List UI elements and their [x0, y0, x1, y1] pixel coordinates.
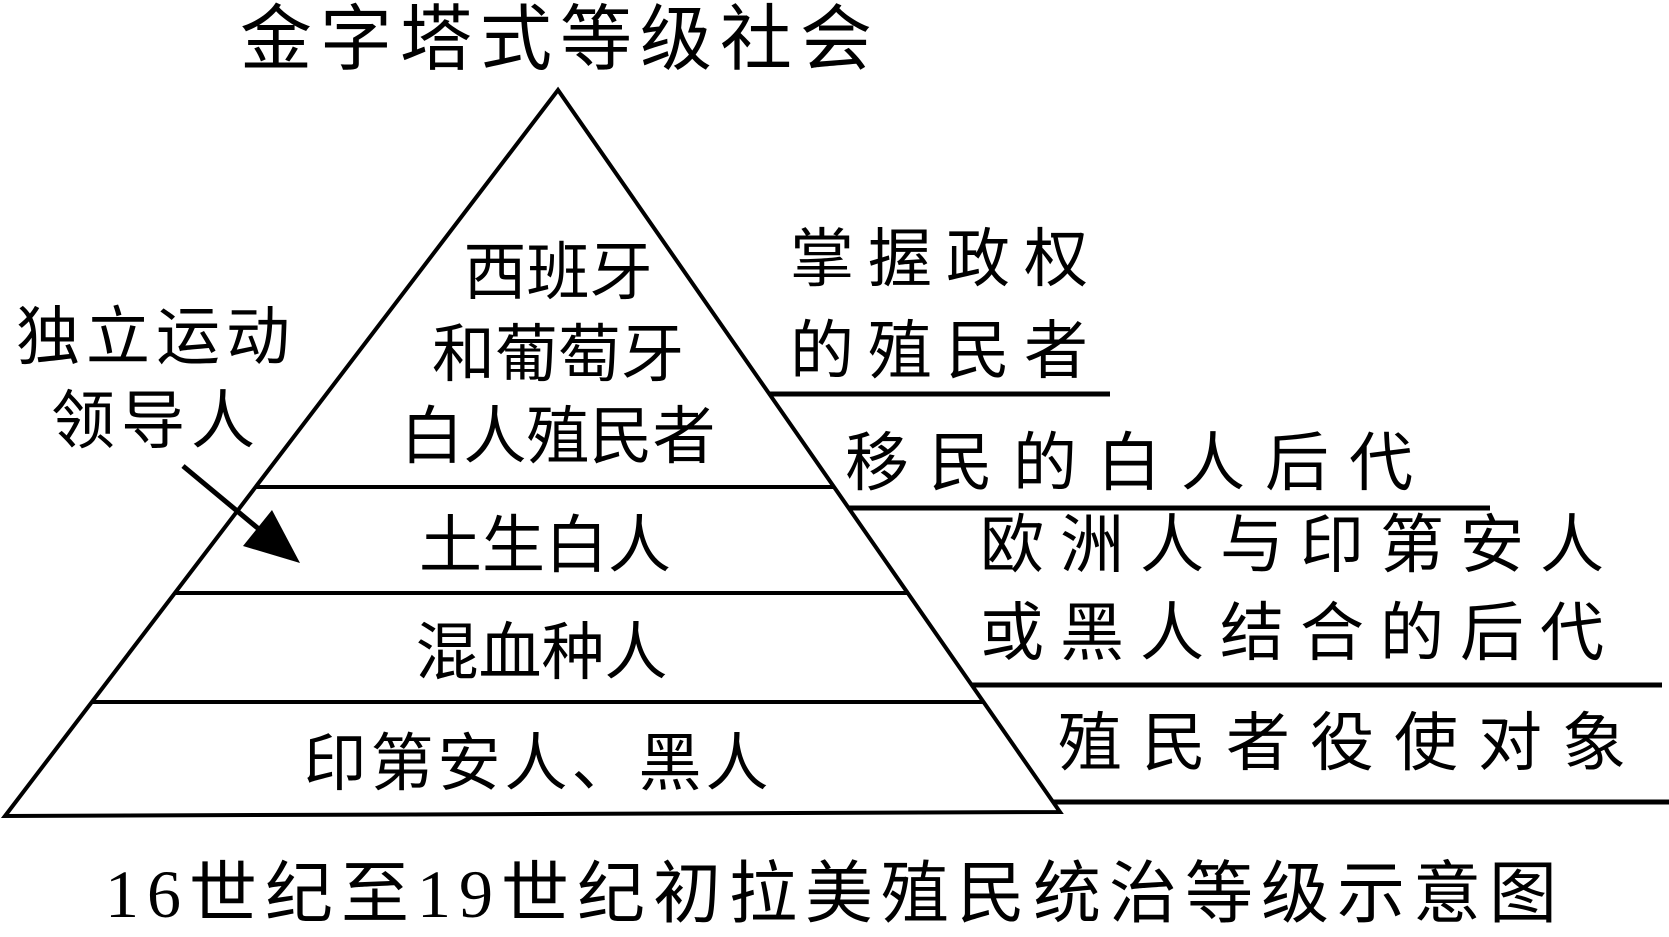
diagram-caption: 16世纪至19世纪初拉美殖民统治等级示意图: [104, 856, 1565, 932]
pyramid-level-4-line-1: 印第安人、黑人: [303, 728, 773, 799]
right-note-4-line-1: 殖民者役使对象: [1058, 708, 1646, 779]
pyramid-level-1-line-3: 白人殖民者: [400, 402, 716, 472]
right-note-4: 殖民者役使对象: [1058, 700, 1646, 788]
right-note-2-line-1: 移民的白人后代: [845, 428, 1433, 499]
right-note-1: 掌握政权 的殖民者: [790, 214, 1102, 398]
left-annotation-line-2: 领导人: [51, 386, 261, 457]
right-note-2: 移民的白人后代: [845, 420, 1433, 508]
right-note-3-line-1: 欧洲人与印第安人: [980, 510, 1620, 581]
left-annotation: 独立运动 领导人: [0, 296, 312, 464]
pyramid-level-1-line-2: 和葡萄牙: [432, 320, 684, 390]
right-note-1-line-1: 掌握政权: [790, 224, 1102, 295]
right-note-3-line-2: 或黑人结合的后代: [980, 598, 1620, 669]
pyramid-level-1-line-1: 西班牙: [463, 238, 653, 308]
pyramid-outline: [0, 86, 1064, 819]
pyramid-level-2-line-1: 土生白人: [419, 510, 671, 581]
pyramid-level-4-label: 印第安人、黑人: [92, 702, 984, 814]
pyramid-level-3-label: 混血种人: [175, 593, 908, 702]
diagram-title: 金字塔式等级社会: [239, 0, 880, 80]
left-annotation-line-1: 独立运动: [16, 302, 296, 373]
right-note-1-line-2: 的殖民者: [790, 316, 1102, 387]
right-note-3: 欧洲人与印第安人 或黑人结合的后代: [980, 502, 1620, 678]
pyramid-level-1-label: 西班牙 和葡萄牙 白人殖民者: [308, 232, 808, 478]
pyramid-level-3-line-1: 混血种人: [415, 618, 668, 688]
leader-arrow-line: [181, 464, 262, 532]
pyramid-level-2-label: 土生白人: [256, 487, 834, 593]
leader-arrow-head-icon: [243, 510, 300, 563]
